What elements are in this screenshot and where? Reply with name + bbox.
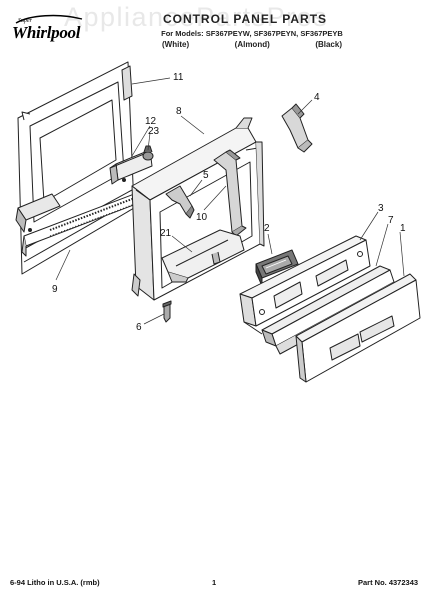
- callout-10: 10: [196, 212, 208, 223]
- part-5-clip[interactable]: [165, 185, 195, 219]
- callout-6: 6: [136, 322, 142, 333]
- callout-5: 5: [203, 170, 209, 181]
- part-6-screw[interactable]: [162, 300, 172, 323]
- leader-lines: [55, 77, 405, 325]
- brand-logo-swoosh: Super: [15, 14, 83, 24]
- part-2-display-module[interactable]: [255, 249, 299, 287]
- callout-21: 21: [160, 228, 172, 239]
- callout-1: 1: [400, 223, 406, 234]
- callout-23: 23: [148, 126, 160, 137]
- brand-logo: Super Whirlpool: [12, 14, 90, 44]
- callout-3: 3: [378, 203, 384, 214]
- finish-white: (White): [162, 40, 190, 49]
- callout-labels: 11 12 23 8 4 5 10 21 2 3 7 1 9 6: [52, 72, 406, 333]
- footer-part-number: Part No. 4372343: [358, 578, 419, 587]
- callout-11: 11: [173, 72, 184, 83]
- part-3-control-board[interactable]: [239, 235, 371, 335]
- part-21-shield-plate[interactable]: [161, 229, 245, 283]
- callout-8: 8: [176, 106, 182, 117]
- diagram-title: CONTROL PANEL PARTS: [162, 12, 328, 26]
- finish-almond: (Almond): [234, 40, 270, 49]
- part-1-front-overlay[interactable]: [295, 273, 421, 383]
- footer-page-number: 1: [212, 578, 217, 587]
- callout-7: 7: [388, 215, 394, 226]
- part-23-clip[interactable]: [142, 145, 154, 161]
- callout-2: 2: [264, 223, 270, 234]
- brand-logo-word: Whirlpool: [12, 23, 81, 42]
- brand-logo-super: Super: [18, 18, 33, 24]
- finish-list: (White) (Almond) (Black): [162, 40, 342, 49]
- callout-12: 12: [145, 116, 157, 127]
- footer-litho: 6-94 Litho in U.S.A. (rmb): [10, 578, 100, 587]
- diagram-models: For Models: SF367PEYW, SF367PEYN, SF367P…: [161, 29, 343, 38]
- part-4-bracket[interactable]: [281, 103, 313, 153]
- part-9-vent-strip[interactable]: [15, 187, 153, 257]
- part-10-vertical-bracket[interactable]: [213, 149, 247, 237]
- finish-black: (Black): [315, 40, 342, 49]
- callout-4: 4: [314, 92, 320, 103]
- callout-9: 9: [52, 284, 58, 295]
